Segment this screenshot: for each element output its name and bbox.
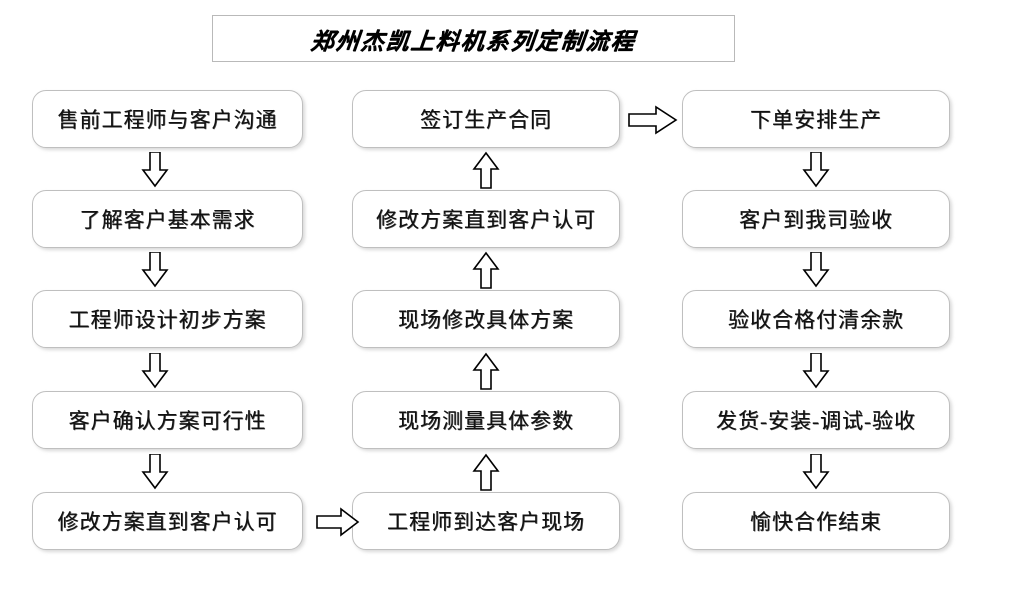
node-label: 现场修改具体方案	[398, 308, 574, 332]
chart-title-box: 郑州杰凯上料机系列定制流程	[212, 15, 735, 62]
node-label: 修改方案直到客户认可	[57, 510, 278, 534]
chart-title: 郑州杰凯上料机系列定制流程	[309, 28, 638, 54]
node-label: 了解客户基本需求	[79, 208, 256, 232]
node-label: 现场测量具体参数	[398, 409, 574, 433]
node-label: 售前工程师与客户沟通	[57, 108, 278, 132]
right-arrow-icon	[628, 105, 678, 135]
node-label: 下单安排生产	[750, 108, 882, 132]
node-label: 验收合格付清余款	[728, 308, 904, 332]
node-middle-5[interactable]: 工程师到达客户现场	[352, 492, 620, 550]
node-right-4[interactable]: 发货-安装-调试-验收	[682, 391, 950, 449]
up-arrow-icon	[470, 352, 502, 390]
down-arrow-icon	[139, 152, 171, 188]
down-arrow-icon	[800, 353, 832, 389]
node-left-1[interactable]: 售前工程师与客户沟通	[32, 90, 303, 148]
down-arrow-icon	[139, 353, 171, 389]
up-arrow-icon	[470, 453, 502, 491]
node-label: 签订生产合同	[420, 108, 552, 132]
node-middle-2[interactable]: 修改方案直到客户认可	[352, 190, 620, 248]
node-middle-1[interactable]: 签订生产合同	[352, 90, 620, 148]
down-arrow-icon	[139, 252, 171, 288]
down-arrow-icon	[800, 252, 832, 288]
node-right-3[interactable]: 验收合格付清余款	[682, 290, 950, 348]
node-label: 发货-安装-调试-验收	[716, 409, 916, 433]
node-label: 工程师到达客户现场	[387, 510, 585, 534]
node-right-1[interactable]: 下单安排生产	[682, 90, 950, 148]
node-left-5[interactable]: 修改方案直到客户认可	[32, 492, 303, 550]
node-middle-3[interactable]: 现场修改具体方案	[352, 290, 620, 348]
node-label: 客户到我司验收	[739, 208, 893, 232]
up-arrow-icon	[470, 151, 502, 189]
up-arrow-icon	[470, 251, 502, 289]
node-left-2[interactable]: 了解客户基本需求	[32, 190, 303, 248]
node-left-3[interactable]: 工程师设计初步方案	[32, 290, 303, 348]
node-label: 修改方案直到客户认可	[376, 208, 596, 232]
down-arrow-icon	[800, 152, 832, 188]
node-right-5[interactable]: 愉快合作结束	[682, 492, 950, 550]
node-label: 客户确认方案可行性	[68, 409, 267, 433]
node-middle-4[interactable]: 现场测量具体参数	[352, 391, 620, 449]
node-label: 愉快合作结束	[750, 510, 882, 534]
node-right-2[interactable]: 客户到我司验收	[682, 190, 950, 248]
down-arrow-icon	[800, 454, 832, 490]
node-left-4[interactable]: 客户确认方案可行性	[32, 391, 303, 449]
down-arrow-icon	[139, 454, 171, 490]
node-label: 工程师设计初步方案	[68, 308, 267, 332]
